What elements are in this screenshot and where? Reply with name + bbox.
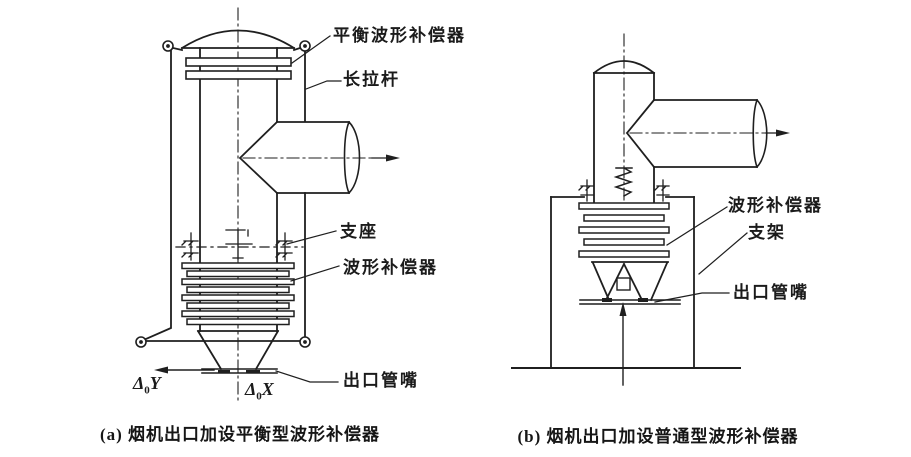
tie-rod-left bbox=[144, 50, 172, 341]
panel-a-drawing bbox=[135, 7, 400, 404]
delta-axis: Y bbox=[149, 373, 161, 393]
branch-pipe-a bbox=[238, 120, 400, 195]
leader-lines-a bbox=[275, 35, 342, 383]
leader-bellows-b bbox=[666, 206, 728, 246]
support-symbol-left bbox=[181, 232, 199, 261]
leader-support bbox=[286, 230, 337, 245]
leader-long-tie-rod bbox=[305, 80, 342, 90]
bellows-stack-b bbox=[578, 202, 670, 258]
outlet-cone-b bbox=[579, 261, 681, 305]
panel-b-drawing bbox=[511, 33, 790, 386]
leader-outlet-a bbox=[275, 370, 339, 383]
dome-head-b bbox=[592, 60, 656, 75]
caption-panel-a: (a) 烟机出口加设平衡型波形补偿器 bbox=[99, 425, 381, 444]
pin-joints bbox=[135, 40, 311, 348]
displacement-y-label: Δ0Y bbox=[133, 373, 161, 397]
label-bellows-b: 波形补偿器 bbox=[728, 196, 823, 215]
delta-symbol: Δ bbox=[245, 379, 257, 399]
delta-subscript: 0 bbox=[144, 384, 150, 397]
label-bracket: 支架 bbox=[748, 223, 786, 242]
leader-outlet-b bbox=[654, 292, 730, 303]
support-symbol-right bbox=[275, 232, 293, 261]
balanced-bellows-plates bbox=[185, 57, 292, 80]
flow-arrow-head-b bbox=[776, 129, 790, 137]
leader-balanced-bellows bbox=[291, 35, 331, 64]
label-long-tie-rod: 长拉杆 bbox=[343, 70, 400, 89]
displacement-x-label: Δ0X bbox=[245, 379, 274, 403]
delta-subscript: 0 bbox=[256, 390, 262, 403]
flow-arrow-head bbox=[386, 154, 400, 162]
support-symbol-center bbox=[225, 229, 253, 260]
bellows-stack-a bbox=[181, 262, 295, 326]
branch-pipe-b bbox=[625, 98, 790, 169]
leader-bracket bbox=[698, 232, 748, 275]
delta-axis: X bbox=[261, 379, 274, 399]
leader-bellows-a bbox=[290, 265, 340, 282]
dome-head bbox=[180, 29, 296, 50]
spring-symbol bbox=[613, 166, 634, 198]
label-support: 支座 bbox=[340, 222, 378, 241]
tie-rod-top-links bbox=[171, 46, 302, 52]
delta-symbol: Δ bbox=[133, 373, 145, 393]
outlet-cone-a bbox=[196, 329, 280, 374]
supports-row bbox=[175, 229, 304, 261]
pipe-shell-b bbox=[593, 72, 655, 203]
label-outlet-nozzle-a: 出口管嘴 bbox=[343, 371, 419, 390]
caption-panel-b: (b) 烟机出口加设普通型波形补偿器 bbox=[517, 427, 799, 446]
displacement-arrow-y bbox=[154, 366, 215, 374]
nozzle-flange-a bbox=[201, 368, 278, 374]
long-tie-rods bbox=[135, 40, 311, 348]
leader-lines-b bbox=[654, 206, 748, 303]
label-outlet-nozzle-b: 出口管嘴 bbox=[733, 283, 809, 302]
thrust-arrow-up bbox=[619, 302, 627, 386]
label-bellows-a: 波形补偿器 bbox=[343, 258, 438, 277]
frame-anchors bbox=[578, 179, 670, 202]
support-frame bbox=[511, 196, 741, 369]
label-balanced-bellows: 平衡波形补偿器 bbox=[333, 26, 466, 45]
